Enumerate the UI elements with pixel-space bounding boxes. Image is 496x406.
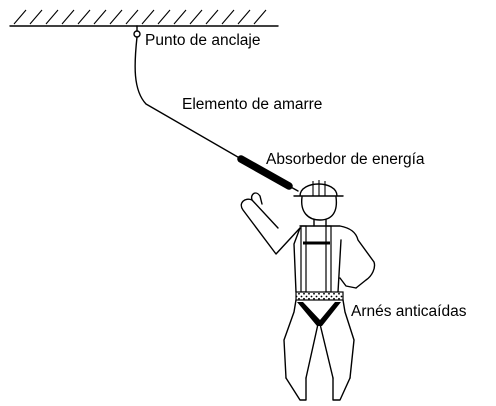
raised-arm: [240, 198, 301, 255]
left-leg-inner: [305, 323, 319, 379]
right-leg-inner: [319, 323, 334, 379]
anchor-point-ring: [133, 30, 141, 38]
label-harness: Arnés anticaídas: [351, 303, 467, 320]
right-leg-outer: [342, 299, 355, 379]
torso-inner-right: [337, 239, 342, 293]
head: [301, 196, 338, 221]
raised-hand: [250, 192, 263, 205]
label-lanyard: Elemento de amarre: [182, 96, 322, 113]
waist-belt: [295, 291, 344, 301]
left-foot: [285, 377, 307, 401]
lowered-hand: [339, 277, 357, 289]
energy-absorber: [237, 155, 299, 192]
torso-left-side: [293, 227, 301, 293]
left-leg-outer: [283, 299, 297, 379]
right-foot: [332, 377, 351, 401]
helmet-ridges: [312, 180, 326, 196]
label-anchor-point: Punto de anclaje: [145, 32, 260, 49]
label-energy-absorber: Absorbedor de energía: [266, 151, 425, 168]
harness-strap-left: [300, 225, 307, 293]
leg-loops: [297, 302, 341, 326]
lanyard-line: [134, 36, 244, 161]
torso-right-side: [299, 225, 376, 289]
worker-figure: [240, 180, 376, 401]
harness-strap-right: [325, 225, 332, 293]
ceiling-structure: [9, 9, 279, 27]
